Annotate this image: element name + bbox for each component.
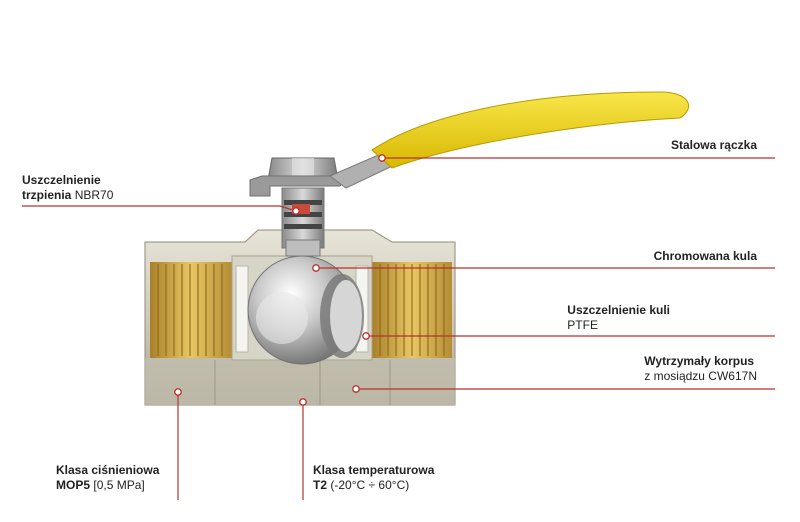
valve-stem (281, 187, 325, 257)
label-temperature-line1: Klasa temperaturowa (313, 463, 435, 477)
right-thread (372, 262, 452, 358)
chrome-ball (247, 255, 364, 365)
label-stem-seal: Uszczelnienie trzpienia NBR70 (22, 173, 113, 203)
label-pressure: Klasa ciśnieniowa MOP5 [0,5 MPa] (56, 463, 159, 493)
callout-dot-stem-seal (292, 207, 300, 215)
callout-line-stem-seal (22, 205, 297, 212)
callout-dot-ball (312, 264, 320, 272)
label-ball-seal: Uszczelnienie kuli PTFE (567, 303, 670, 333)
label-body-title: Wytrzymały korpus (644, 354, 755, 368)
callout-lines (22, 157, 775, 500)
label-pressure-value: [0,5 MPa] (93, 478, 145, 492)
callout-dot-pressure (174, 388, 182, 396)
label-ball: Chromowana kula (654, 249, 757, 264)
label-stem-seal-material: NBR70 (74, 188, 114, 202)
label-handle: Stalowa rączka (671, 138, 757, 153)
label-handle-title: Stalowa rączka (670, 138, 757, 152)
label-stem-seal-line2-bold: trzpienia (22, 188, 72, 202)
label-temperature-line2-bold: T2 (313, 478, 328, 492)
ptfe-seat-left (235, 265, 249, 353)
label-ball-seal-material: PTFE (567, 318, 598, 332)
callout-dot-body (352, 385, 360, 393)
label-pressure-line1: Klasa ciśnieniowa (56, 463, 160, 477)
label-ball-title: Chromowana kula (653, 249, 757, 263)
label-temperature: Klasa temperaturowa T2 (-20°C ÷ 60°C) (313, 463, 434, 493)
label-temperature-value: (-20°C ÷ 60°C) (330, 478, 410, 492)
callout-dot-ball-seal (362, 332, 370, 340)
left-thread (150, 262, 232, 358)
label-pressure-line2-bold: MOP5 (56, 478, 91, 492)
label-body: Wytrzymały korpus z mosiądzu CW617N (644, 354, 757, 384)
callout-dot-temperature (299, 398, 307, 406)
label-stem-seal-line1: Uszczelnienie (22, 173, 101, 187)
callout-dots (174, 154, 386, 406)
callout-dot-handle (378, 154, 386, 162)
steel-handle (249, 91, 690, 197)
label-body-material: z mosiądzu CW617N (644, 369, 757, 383)
label-ball-seal-title: Uszczelnienie kuli (567, 303, 670, 317)
